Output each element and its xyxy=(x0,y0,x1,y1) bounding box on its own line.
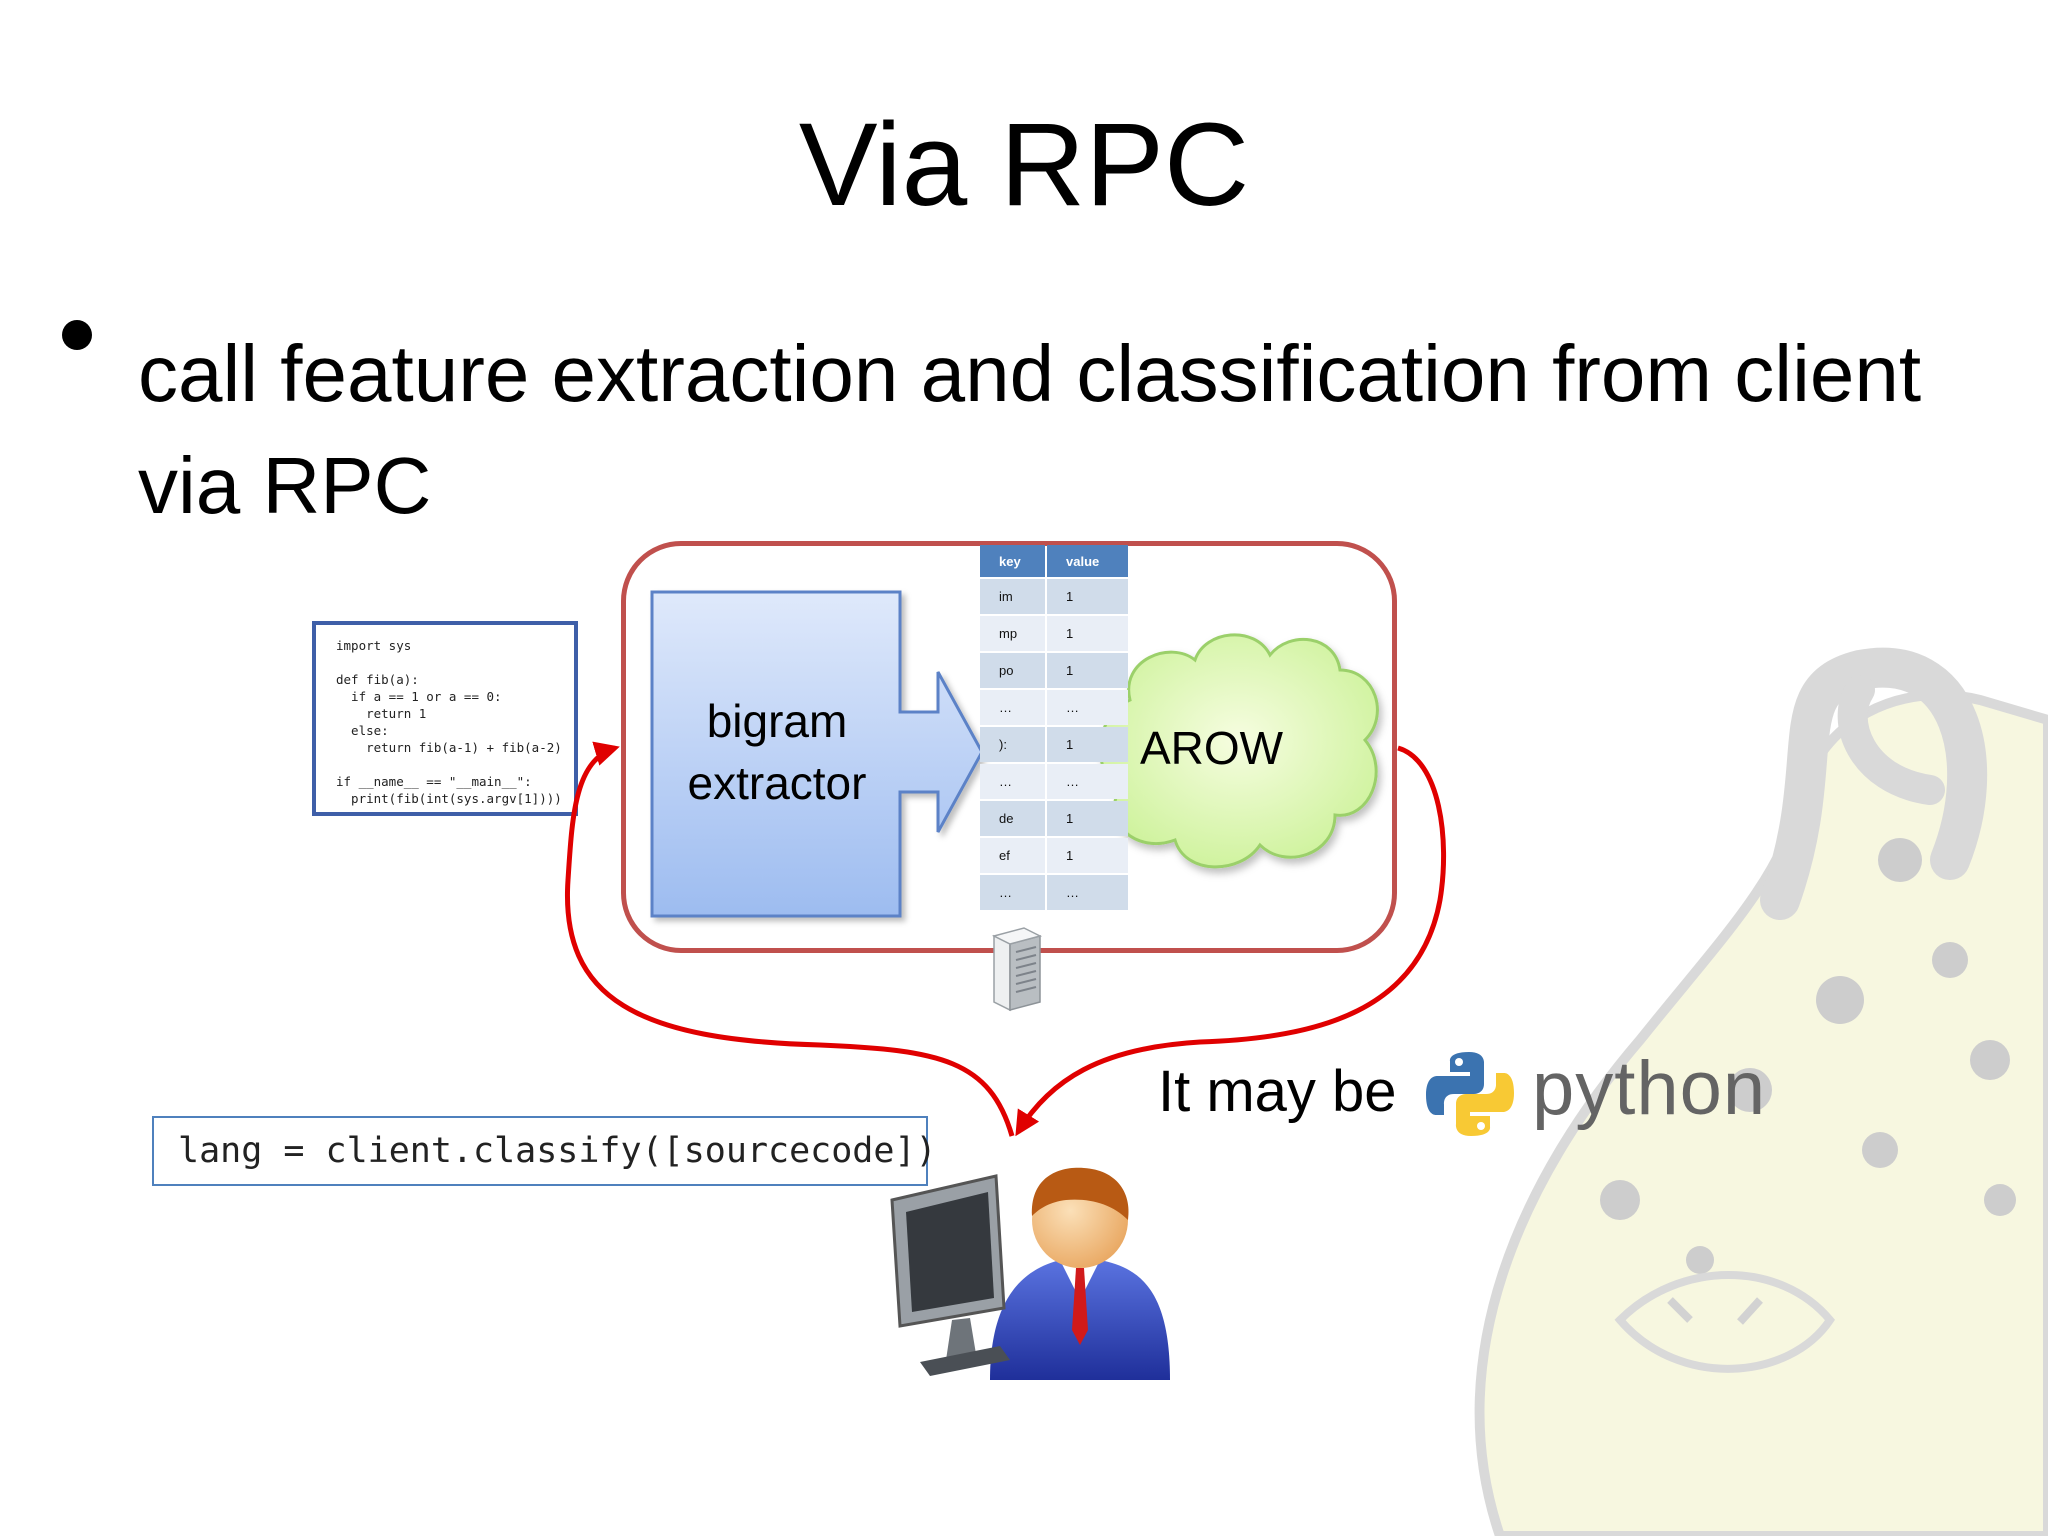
source-code-text: import sys def fib(a): if a == 1 or a ==… xyxy=(336,638,562,806)
table-cell-key: … xyxy=(980,875,1045,910)
table-cell-value: … xyxy=(1047,875,1128,910)
client-call-box: lang = client.classify([sourcecode]) xyxy=(152,1116,937,1186)
table-cell-value: 1 xyxy=(1047,579,1128,614)
table-cell-key: … xyxy=(980,690,1045,725)
table-cell-value: 1 xyxy=(1047,616,1128,651)
table-cell-key: mp xyxy=(980,616,1045,651)
user-at-computer-icon xyxy=(890,1167,1170,1380)
table-row: ):1 xyxy=(980,727,1128,762)
it-may-be-label: It may be xyxy=(1158,1059,1397,1124)
table-cell-value: … xyxy=(1047,690,1128,725)
bigram-extractor-label: bigram extractor xyxy=(687,695,867,809)
bullet-text: call feature extraction and classificati… xyxy=(138,329,1922,530)
table-row: …… xyxy=(980,690,1128,725)
table-cell-key: im xyxy=(980,579,1045,614)
python-logo-text: python xyxy=(1532,1046,1767,1131)
table-header-row: key value xyxy=(980,545,1128,577)
table-cell-key: ): xyxy=(980,727,1045,762)
server-icon xyxy=(991,927,1043,1012)
python-logo-icon xyxy=(1426,1052,1514,1136)
table-cell-value: 1 xyxy=(1047,727,1128,762)
table-row: …… xyxy=(980,875,1128,910)
column-header-key: key xyxy=(980,545,1045,577)
table-cell-key: ef xyxy=(980,838,1045,873)
arow-label: AROW xyxy=(1140,722,1284,774)
table-cell-value: 1 xyxy=(1047,838,1128,873)
slide-title: Via RPC xyxy=(798,99,1250,231)
bullet-marker xyxy=(62,320,92,350)
request-arrow xyxy=(564,741,1015,1137)
table-row: …… xyxy=(980,764,1128,799)
column-header-value: value xyxy=(1047,545,1128,577)
table-cell-key: po xyxy=(980,653,1045,688)
table-cell-key: de xyxy=(980,801,1045,836)
table-cell-value: 1 xyxy=(1047,653,1128,688)
table-cell-key: … xyxy=(980,764,1045,799)
bigram-extractor-block xyxy=(650,590,984,918)
table-cell-value: … xyxy=(1047,764,1128,799)
table-cell-value: 1 xyxy=(1047,801,1128,836)
source-code-box: import sys def fib(a): if a == 1 or a ==… xyxy=(312,621,578,816)
response-arrow xyxy=(1015,745,1447,1137)
